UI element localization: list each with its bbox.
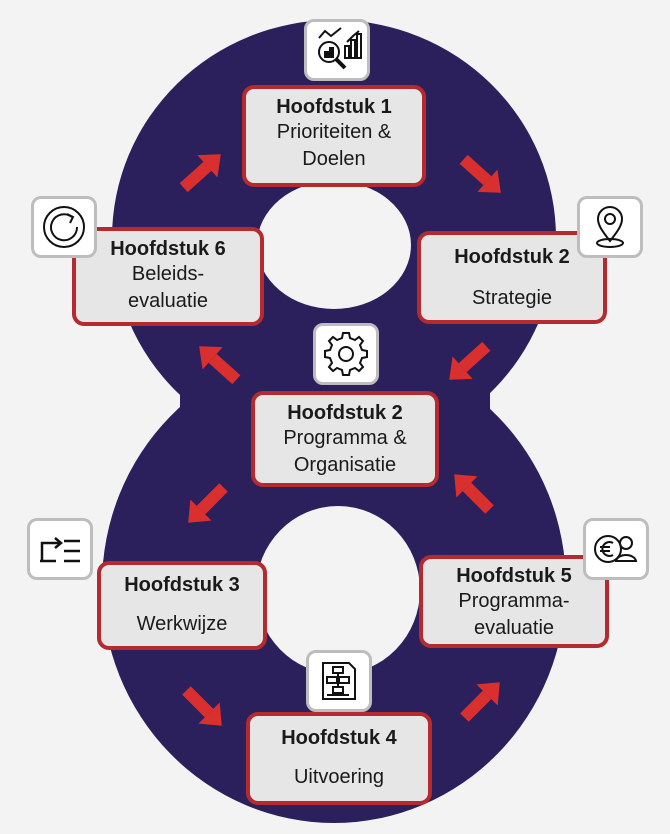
arrow-3 (449, 341, 491, 380)
analytics-search-icon (304, 19, 370, 81)
chapter-label-line: evaluatie (473, 617, 555, 639)
chapter-title: Hoofdstuk 3 (124, 574, 240, 596)
chapter-title: Hoofdstuk 6 (110, 238, 226, 260)
refresh-cycle-icon (31, 196, 97, 258)
arrow-4 (199, 346, 241, 385)
chapter-title: Hoofdstuk 1 (276, 96, 392, 118)
arrow-2 (459, 154, 501, 193)
chapter-label-line: Prioriteiten & (276, 121, 392, 143)
chapter-label-line: Programma- (458, 590, 570, 612)
chapter-title: Hoofdstuk 2 (287, 402, 403, 424)
chapter-box-bottom: Hoofdstuk 4 Uitvoering (246, 712, 432, 805)
chapter-label-line: Doelen (302, 148, 366, 170)
chapter-label-line: evaluatie (127, 290, 209, 312)
arrow-6 (454, 474, 494, 514)
chapter-box-upper-right: Hoofdstuk 2 Strategie (417, 231, 607, 324)
arrow-8 (460, 682, 500, 722)
arrow-7 (182, 686, 222, 726)
chapter-box-center: Hoofdstuk 2 Programma & Organisatie (251, 391, 439, 487)
chapter-label-line: Beleids- (131, 263, 205, 285)
chapter-label-line: Organisatie (293, 454, 397, 476)
chapter-title: Hoofdstuk 2 (454, 246, 570, 268)
flowchart-document-icon (306, 650, 372, 712)
chapter-label-line: Werkwijze (136, 613, 228, 635)
flow-arrows (179, 154, 501, 726)
chapter-label-line: Strategie (471, 287, 553, 309)
euro-people-icon (583, 518, 649, 580)
chapter-box-lower-left: Hoofdstuk 3 Werkwijze (97, 561, 267, 650)
gear-icon (313, 323, 379, 385)
arrow-5 (188, 483, 228, 523)
location-pin-icon (577, 196, 643, 258)
chapter-label-line: Programma & (283, 427, 407, 449)
chapter-box-lower-right: Hoofdstuk 5 Programma- evaluatie (419, 555, 609, 648)
arrow-1 (179, 154, 221, 193)
chapter-box-upper-left: Hoofdstuk 6 Beleids- evaluatie (72, 227, 264, 326)
list-arrow-icon (27, 518, 93, 580)
chapter-box-top: Hoofdstuk 1 Prioriteiten & Doelen (242, 85, 426, 187)
chapter-title: Hoofdstuk 5 (456, 565, 572, 587)
chapter-label-line: Uitvoering (293, 766, 385, 788)
chapter-title: Hoofdstuk 4 (281, 727, 397, 749)
